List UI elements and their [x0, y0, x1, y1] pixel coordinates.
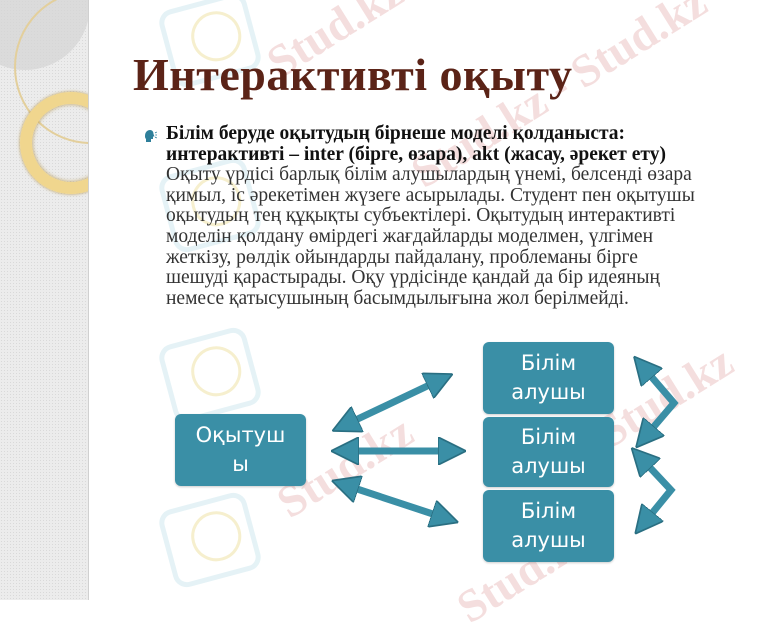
teacher-box-line: ы: [232, 452, 249, 476]
bent-double-arrow-icon: [643, 367, 679, 437]
student-box-line: Білім: [520, 499, 577, 523]
double-arrow-icon: [345, 380, 440, 425]
teacher-box: Оқытуш ы: [175, 414, 306, 486]
student-box: Білім алушы: [483, 490, 614, 562]
double-arrow-icon: [345, 380, 452, 518]
slide-title: Интерактивті оқыту: [133, 49, 573, 100]
body-text-line: оқытудың тең құқықты субъектілері. Оқыту…: [166, 205, 676, 227]
bent-double-arrow-icon: [641, 458, 676, 523]
student-box: Білім алушы: [483, 342, 614, 414]
teacher-box-line: Оқытуш: [195, 423, 286, 447]
bold-text-line: Білім беруде оқытудың бірнеше моделі қол…: [166, 123, 626, 144]
student-box-line: алушы: [511, 454, 586, 478]
body-text-line: жеткізу, рөлдік ойындарды пайдалану, про…: [166, 246, 638, 268]
body-text-line: моделін қолдану өмірдегі жағдайларды мод…: [166, 225, 654, 247]
body-text-line: немесе қатысушының басымдылығына жол бер…: [166, 287, 629, 309]
body-text-line: қимыл, іс әрекетімен жүзеге асырылады. С…: [166, 184, 695, 206]
bold-text-line: интерактивті – inter (бірге, өзара), akt…: [166, 143, 666, 165]
student-box-line: Білім: [520, 425, 577, 449]
student-box: Білім алушы: [483, 417, 614, 487]
double-arrow-icon: [345, 485, 445, 518]
diagram-arrows: [0, 0, 679, 600]
body-text-line: шешуді қарастырады. Оқу үрдісінде қандай…: [166, 267, 660, 289]
student-box-line: алушы: [511, 528, 586, 552]
decorative-sidebar: [0, 0, 89, 600]
student-box-line: алушы: [511, 380, 586, 404]
speaking-head-icon: [145, 130, 157, 142]
body-text-line: Оқыту үрдісі барлық білім алушылардың үн…: [166, 164, 692, 186]
slide-body: Білім беруде оқытудың бірнеше моделі қол…: [166, 123, 766, 309]
student-box-line: Білім: [520, 351, 577, 375]
